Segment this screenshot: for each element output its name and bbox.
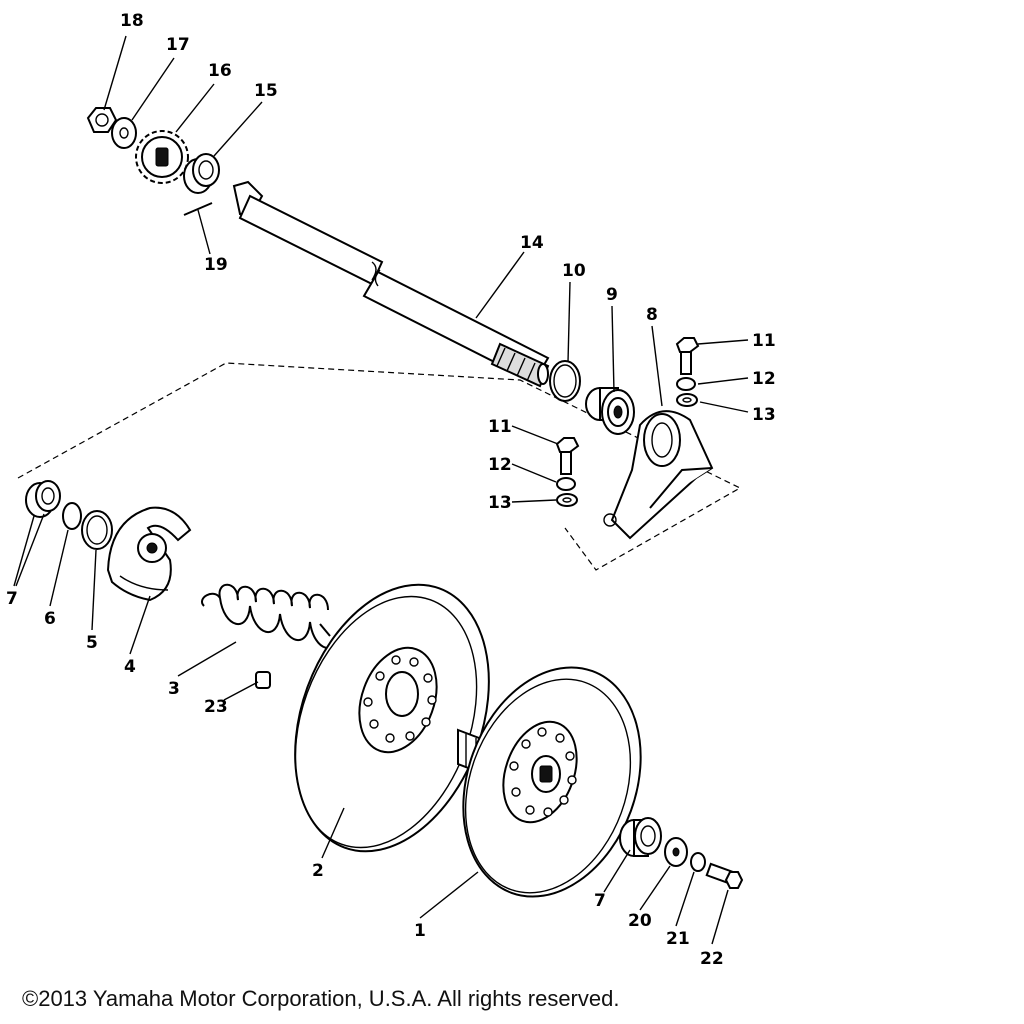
- label-15: 15: [254, 81, 278, 101]
- bolt-11-lower: [555, 437, 580, 475]
- label-1: 1: [414, 921, 426, 941]
- washer-5: [81, 510, 113, 550]
- label-8: 8: [646, 305, 658, 325]
- label-18: 18: [120, 11, 144, 31]
- label-10: 10: [562, 261, 586, 281]
- plug-23: [255, 671, 271, 689]
- label-7-right: 7: [594, 891, 606, 911]
- copyright-notice: ©2013 Yamaha Motor Corporation, U.S.A. A…: [22, 986, 620, 1011]
- bearing-9: [585, 387, 635, 435]
- label-13-lower: 13: [488, 493, 512, 513]
- label-13-upper: 13: [752, 405, 776, 425]
- bushing-7-left: [25, 480, 61, 518]
- lock-washer-21: [690, 852, 706, 872]
- bolt-22: [705, 862, 744, 889]
- pin-19: [183, 202, 213, 216]
- secondary-shaft-14: [232, 180, 550, 388]
- label-19: 19: [204, 255, 228, 275]
- bolt-11-upper: [675, 337, 700, 375]
- label-6: 6: [44, 609, 56, 629]
- label-9: 9: [606, 285, 618, 305]
- assembly-reference-frame: [17, 362, 742, 571]
- nut-18: [86, 107, 118, 133]
- label-4: 4: [124, 657, 136, 677]
- label-2: 2: [312, 861, 324, 881]
- label-17: 17: [166, 35, 190, 55]
- washer-20: [664, 837, 688, 867]
- label-12-upper: 12: [752, 369, 776, 389]
- label-7-left: 7: [6, 589, 18, 609]
- cam-4: [106, 506, 192, 602]
- leader-lines: [13, 35, 749, 945]
- part-labels: 18 17 16 15 19 14 10 9 8 11 12 13 11 12 …: [6, 11, 776, 969]
- label-5: 5: [86, 633, 98, 653]
- collar-15: [183, 153, 220, 194]
- washer-13-upper: [676, 393, 698, 407]
- label-20: 20: [628, 911, 652, 931]
- spring-washer-12-lower: [556, 477, 576, 491]
- washer-17: [111, 117, 137, 149]
- label-16: 16: [208, 61, 232, 81]
- label-3: 3: [168, 679, 180, 699]
- sprocket-16: [135, 130, 189, 184]
- snap-ring-10: [549, 360, 581, 402]
- label-11-upper: 11: [752, 331, 776, 351]
- washer-6: [62, 502, 82, 530]
- bearing-housing-8: [603, 410, 714, 540]
- label-22: 22: [700, 949, 724, 969]
- label-14: 14: [520, 233, 544, 253]
- label-23: 23: [204, 697, 228, 717]
- label-21: 21: [666, 929, 690, 949]
- sheave-2: [294, 583, 490, 853]
- sheave-1-with-shaft: [457, 666, 642, 898]
- label-11-lower: 11: [488, 417, 512, 437]
- bushing-7-right: [619, 817, 662, 857]
- label-12-lower: 12: [488, 455, 512, 475]
- spring-washer-12-upper: [676, 377, 696, 391]
- washer-13-lower: [556, 493, 578, 507]
